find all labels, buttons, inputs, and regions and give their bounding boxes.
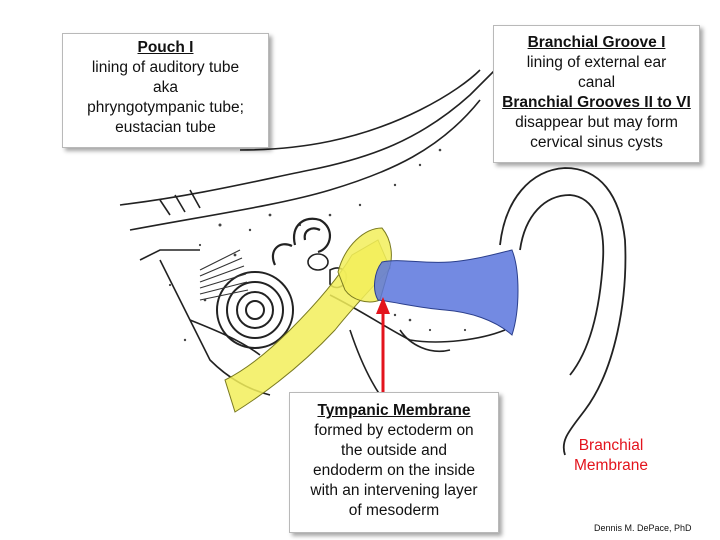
ossicles [307, 253, 348, 289]
tympanic-line: with an intervening layer [310, 482, 478, 499]
pinna-outline [499, 167, 627, 456]
pouch-heading: Pouch I [137, 39, 194, 56]
author-credit: Dennis M. DePace, PhD [594, 523, 692, 533]
bone-texture [168, 148, 467, 342]
groove-heading-2: Branchial Grooves II to VI [502, 94, 691, 111]
membrane-label-line: Branchial [578, 437, 644, 454]
tympanic-line: the outside and [340, 442, 447, 459]
tympanic-line: of mesoderm [348, 502, 440, 519]
pouch-line: lining of auditory tube [91, 59, 240, 76]
branchial-groove-callout: Branchial Groove I lining of external ea… [493, 25, 700, 163]
pouch-i-callout: Pouch I lining of auditory tube aka phry… [62, 33, 269, 148]
groove-line: lining of external ear [526, 54, 667, 71]
membrane-pointer-arrow [376, 297, 390, 392]
semicircular-canals [271, 217, 331, 266]
membrane-label-line: Membrane [573, 457, 649, 474]
groove-heading-1: Branchial Groove I [527, 34, 666, 51]
groove-line: canal [577, 74, 616, 91]
tympanic-line: endoderm on the inside [312, 462, 475, 479]
groove-line: cervical sinus cysts [530, 134, 663, 151]
pouch-line: eustacian tube [115, 119, 216, 136]
tympanic-line: formed by ectoderm on [314, 422, 474, 439]
vestibulocochlear-nerve [199, 249, 249, 301]
groove-line: disappear but may form [515, 114, 678, 131]
tympanic-heading: Tympanic Membrane [317, 402, 471, 419]
cochlea [216, 271, 294, 349]
external-ear-canal-highlight [374, 249, 519, 336]
tympanic-membrane-callout: Tympanic Membrane formed by ectoderm on … [289, 392, 499, 533]
pouch-line: aka [153, 79, 178, 96]
pouch-line: phryngotympanic tube; [87, 99, 244, 116]
branchial-membrane-label: Branchial Membrane [566, 436, 656, 476]
